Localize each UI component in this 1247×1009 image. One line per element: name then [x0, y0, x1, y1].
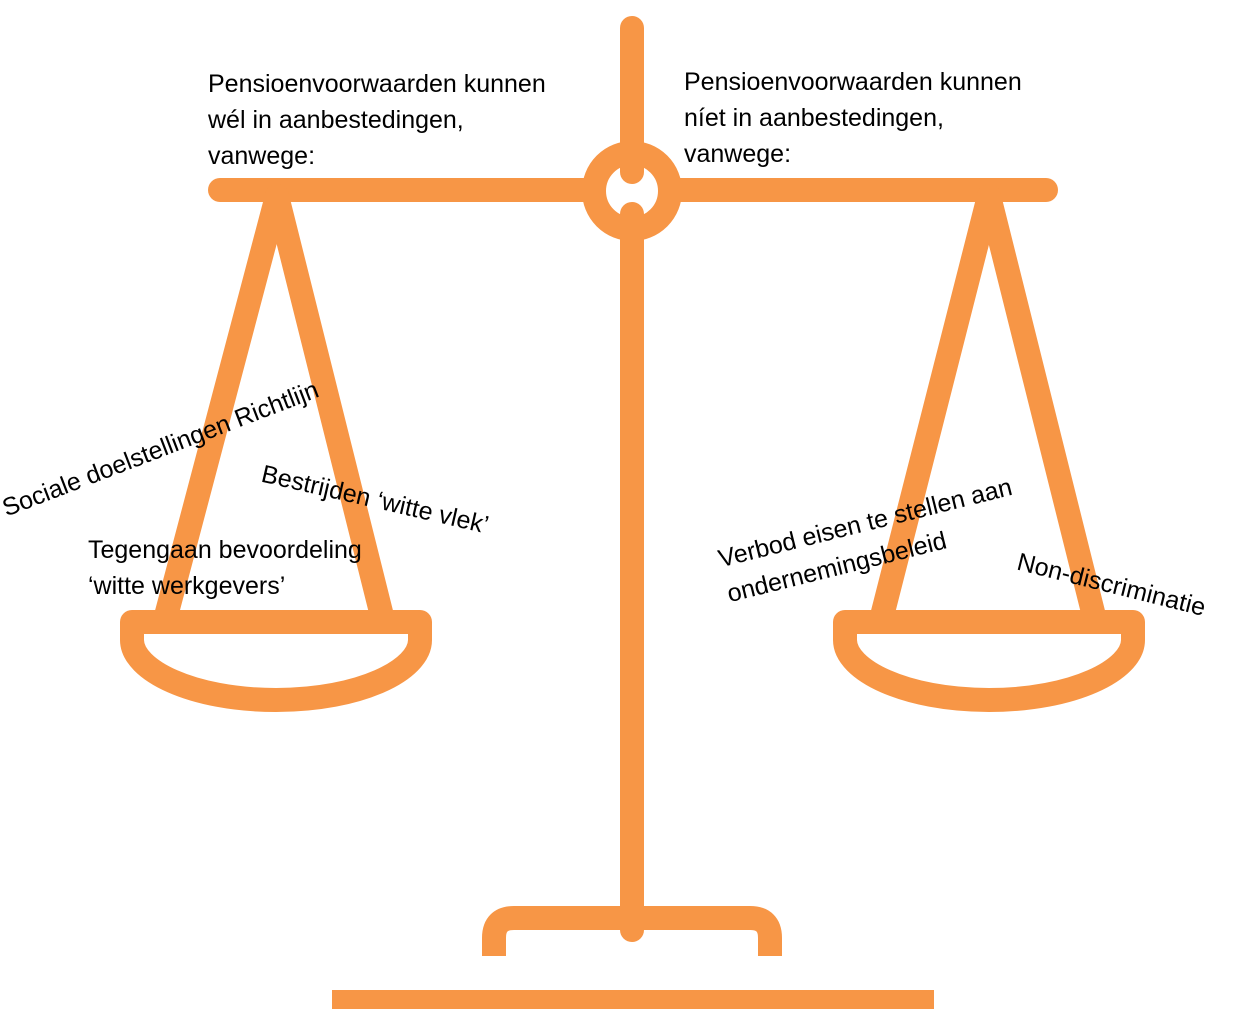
right-pan — [833, 610, 1145, 712]
heading-cannot-in-tenders: Pensioenvoorwaarden kunnen níet in aanbe… — [684, 64, 1022, 172]
heading-left-line-2: wél in aanbestedingen, — [208, 106, 464, 134]
heading-can-in-tenders: Pensioenvoorwaarden kunnen wél in aanbes… — [208, 66, 546, 174]
right-hanger-inner — [977, 184, 1106, 628]
heading-right-line-2: níet in aanbestedingen, — [684, 104, 944, 132]
left-pan — [120, 610, 432, 712]
right-hanger-outer — [870, 184, 1001, 628]
heading-right-line-1: Pensioenvoorwaarden kunnen — [684, 68, 1022, 96]
left-hanger-outer — [154, 184, 289, 628]
argument-favoritism: Tegengaan bevoordeling ‘witte werkgevers… — [88, 532, 362, 604]
scale-base-bracket — [482, 906, 782, 956]
scale-pivot — [582, 141, 682, 241]
argument-favoritism-line-2: ‘witte werkgevers’ — [88, 572, 286, 600]
left-hanger-inner — [265, 184, 394, 628]
scale-base-bar — [332, 990, 934, 1009]
heading-right-line-3: vanwege: — [684, 140, 792, 168]
heading-left-line-3: vanwege: — [208, 142, 316, 170]
heading-left-line-1: Pensioenvoorwaarden kunnen — [208, 70, 546, 98]
argument-favoritism-line-1: Tegengaan bevoordeling — [88, 536, 362, 564]
